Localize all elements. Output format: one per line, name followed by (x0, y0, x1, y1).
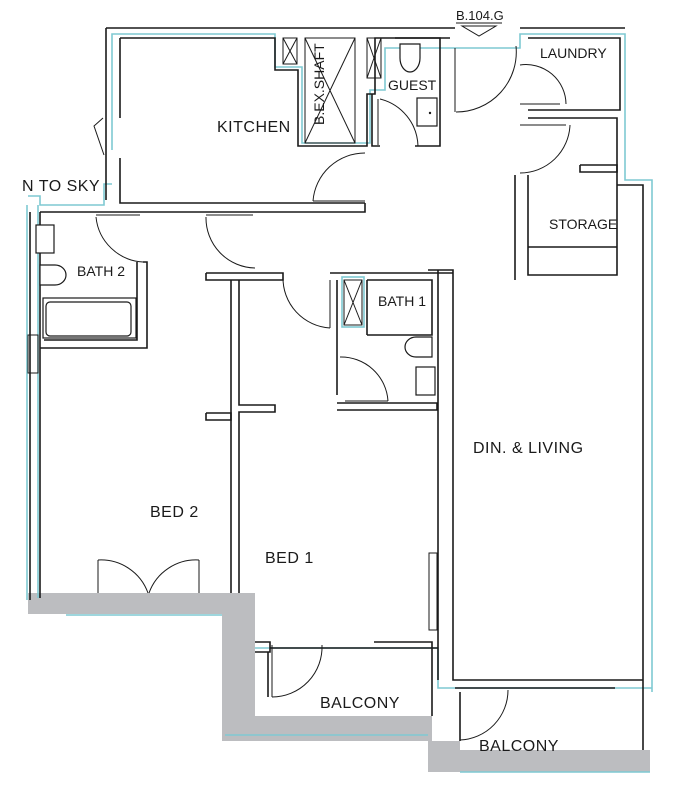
room-labels: KITCHEN B.EX.SHAFT GUEST LAUNDRY STORAGE… (22, 43, 617, 755)
reference-tag-label: B.104.G (456, 8, 504, 23)
walls (29, 27, 644, 750)
fixtures (27, 43, 438, 396)
room-label-balcony-2: BALCONY (479, 738, 559, 755)
room-label-dining-living: DIN. & LIVING (473, 440, 584, 457)
room-label-laundry: LAUNDRY (540, 45, 607, 61)
room-label-storage: STORAGE (549, 216, 617, 232)
doors (93, 45, 615, 741)
room-label-bath-1: BATH 1 (378, 293, 426, 309)
room-label-bed-2: BED 2 (150, 504, 199, 521)
balcony-slab (28, 593, 650, 772)
room-label-kitchen: KITCHEN (217, 119, 291, 136)
section-reference: B.104.G (456, 8, 504, 37)
room-label-open-to-sky: N TO SKY (22, 178, 100, 195)
room-label-bed-1: BED 1 (265, 550, 314, 567)
room-label-shaft: B.EX.SHAFT (311, 43, 327, 125)
room-label-bath-2: BATH 2 (77, 263, 125, 279)
room-label-balcony-1: BALCONY (320, 695, 400, 712)
room-label-guest: GUEST (388, 77, 437, 93)
